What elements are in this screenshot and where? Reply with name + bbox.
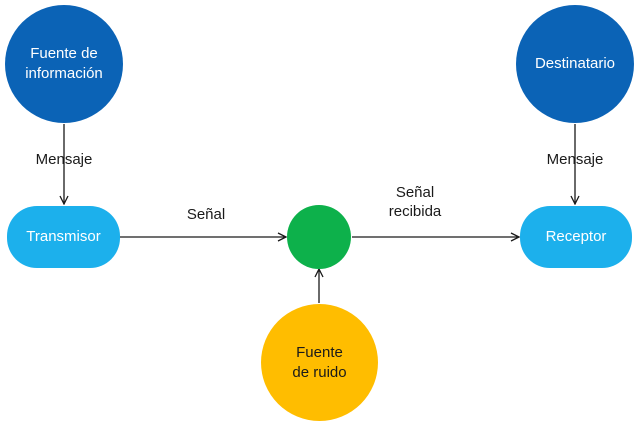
node-fuente-informacion: Fuente de información xyxy=(5,5,123,123)
node-fuente-informacion-label: Fuente de información xyxy=(25,45,103,82)
node-destinatario-label: Destinatario xyxy=(534,55,616,72)
node-fuente-ruido-label: Fuente de ruido xyxy=(292,343,347,381)
node-canal xyxy=(287,205,351,269)
label-senal-recibida: Señal recibida xyxy=(388,184,442,220)
node-transmisor-label: Transmisor xyxy=(26,228,101,245)
label-senal: Señal xyxy=(186,206,226,223)
node-transmisor: Transmisor xyxy=(7,206,120,268)
node-fuente-ruido: Fuente de ruido xyxy=(261,304,378,421)
label-mensaje-left: Mensaje xyxy=(35,151,93,168)
node-receptor-label: Receptor xyxy=(545,228,607,245)
label-mensaje-right: Mensaje xyxy=(546,151,604,168)
node-destinatario: Destinatario xyxy=(516,5,634,123)
node-receptor: Receptor xyxy=(520,206,632,268)
